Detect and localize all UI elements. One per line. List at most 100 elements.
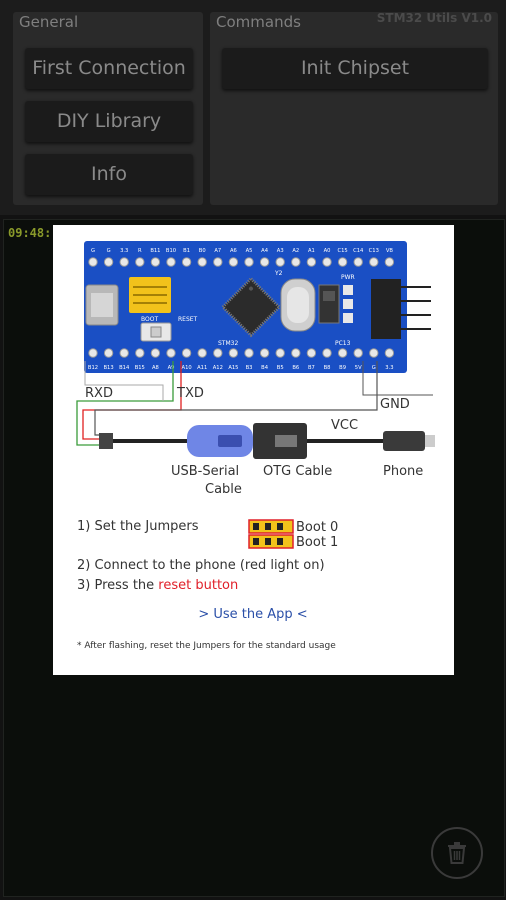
bottom-pin <box>275 348 285 358</box>
bottom-pin-label: 5V <box>355 365 362 371</box>
top-pin <box>119 257 129 267</box>
top-pin-label: C14 <box>353 248 364 254</box>
top-pin <box>88 257 98 267</box>
top-pin <box>150 257 161 267</box>
usb-serial-label: USB-Serial <box>171 464 239 479</box>
first-connection-button[interactable]: First Connection <box>25 47 193 89</box>
top-pin-label: A5 <box>246 248 253 254</box>
top-pin-label: C13 <box>369 248 379 254</box>
bottom-pin-label: B7 <box>308 365 315 371</box>
info-button[interactable]: Info <box>25 153 193 195</box>
top-pin <box>244 257 254 267</box>
top-pin <box>166 257 176 267</box>
commands-panel-title: Commands <box>216 13 301 31</box>
bottom-pin-label: B9 <box>339 365 346 371</box>
bottom-pin-label: 3.3 <box>385 365 393 371</box>
board-label-reset: RESET <box>178 316 198 323</box>
bottom-pin <box>353 348 363 358</box>
flashing-note: * After flashing, reset the Jumpers for … <box>77 641 336 651</box>
bottom-pin <box>291 348 301 358</box>
trash-icon <box>448 842 466 864</box>
rxd-label: RXD <box>85 386 113 401</box>
top-pin-label: 3.3 <box>120 248 128 254</box>
top-pin-label: B11 <box>150 248 160 254</box>
top-pin <box>275 257 285 267</box>
board-label-stm32: STM32 <box>218 340 238 347</box>
txd-label: TXD <box>176 386 204 401</box>
bottom-pin-label: B3 <box>246 365 253 371</box>
otg-cable-label: OTG Cable <box>263 464 332 479</box>
usb-serial-label-2: Cable <box>205 482 242 497</box>
top-pin <box>259 257 270 267</box>
bottom-pin <box>213 348 223 358</box>
bottom-pin-label: A11 <box>197 365 207 371</box>
top-pin <box>291 257 301 267</box>
phone-connector <box>383 431 425 451</box>
boot1-label: Boot 1 <box>296 535 338 550</box>
board-label-y2: Y2 <box>274 270 283 277</box>
bottom-pin-label: A9 <box>168 365 175 371</box>
top-pin-label: A7 <box>214 248 221 254</box>
bottom-pin-label: A8 <box>152 365 159 371</box>
bottom-pin <box>135 348 145 358</box>
top-pin-label: A0 <box>324 248 331 254</box>
bottom-pin-label: B8 <box>324 365 331 371</box>
bottom-pin <box>369 348 379 358</box>
bottom-pin <box>259 348 270 358</box>
step-1-text: 1) Set the Jumpers <box>77 519 199 534</box>
app-version-label: STM32 Utils V1.0 <box>376 11 492 25</box>
dupont-connector <box>99 433 113 449</box>
top-pin <box>228 257 239 267</box>
diy-library-button[interactable]: DIY Library <box>25 100 193 142</box>
board-label-pwr: PWR <box>341 274 355 281</box>
bottom-pin <box>337 348 348 358</box>
top-pin <box>103 257 114 267</box>
bottom-pin <box>228 348 239 358</box>
top-pin <box>337 257 348 267</box>
top-pin-label: B1 <box>183 248 190 254</box>
bottom-pin-label: A10 <box>182 365 192 371</box>
init-chipset-button[interactable]: Init Chipset <box>222 47 488 89</box>
top-pin-label: A1 <box>308 248 315 254</box>
top-pin-label: B0 <box>199 248 206 254</box>
top-pin-label: VB <box>386 248 394 254</box>
top-pin-label: A2 <box>292 248 299 254</box>
bottom-pin-label: B14 <box>119 365 130 371</box>
txd-wire <box>82 361 182 440</box>
bottom-pin-label: G <box>372 365 376 371</box>
top-pin <box>353 257 363 267</box>
power-switch-part <box>318 284 340 324</box>
bottom-pin <box>119 348 129 358</box>
top-pin-label: G <box>91 248 95 254</box>
bottom-pin <box>181 348 192 358</box>
general-panel-title: General <box>19 13 79 31</box>
bottom-pin-label: B15 <box>135 365 145 371</box>
top-pin-label: G <box>107 248 111 254</box>
top-pin <box>181 257 192 267</box>
boot0-label: Boot 0 <box>296 520 338 535</box>
top-pin-label: A4 <box>261 248 269 254</box>
bottom-pin <box>244 348 254 358</box>
top-pin <box>306 257 317 267</box>
bottom-pin <box>166 348 176 358</box>
bottom-pin-label: B4 <box>261 365 269 371</box>
step-2-text: 2) Connect to the phone (red light on) <box>77 558 325 573</box>
use-app-link[interactable]: > Use the App < <box>198 607 307 622</box>
board-label-boot: BOOT <box>141 316 158 323</box>
rxd-wire <box>76 361 174 446</box>
bottom-pin <box>197 348 207 358</box>
bottom-pin <box>88 348 98 358</box>
top-pin <box>213 257 223 267</box>
top-pin <box>369 257 379 267</box>
top-pin <box>135 257 145 267</box>
micro-usb-opening <box>91 293 113 317</box>
delete-log-button[interactable] <box>431 827 483 879</box>
top-pin-label: R <box>138 248 142 254</box>
top-pin <box>384 257 395 267</box>
gnd-label: GND <box>380 397 410 412</box>
board-label-pc13: PC13 <box>335 340 351 347</box>
